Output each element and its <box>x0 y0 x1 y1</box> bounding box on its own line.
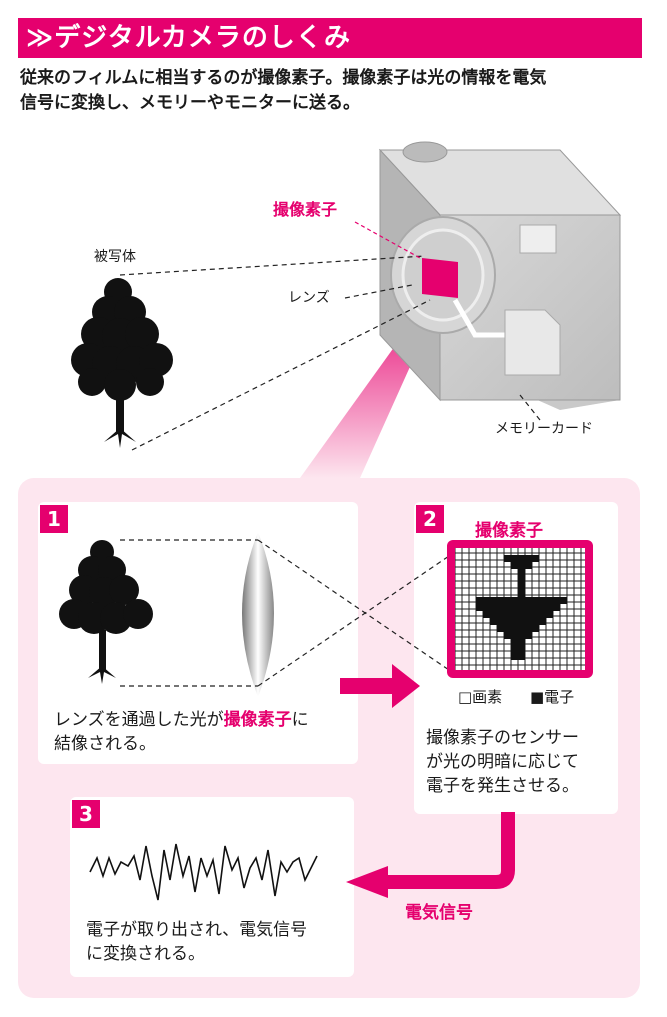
step1-rays <box>120 539 453 687</box>
intro-line-2: 信号に変換し、メモリーやモニターに送る。 <box>20 93 360 113</box>
step2-caption-line3: 電子を発生させる。 <box>426 776 579 796</box>
signal-waveform-icon <box>89 843 318 901</box>
step2-caption-line2: が光の明暗に応じて <box>426 752 579 772</box>
step1-number: 1 <box>40 505 68 533</box>
electron-pixels <box>476 555 567 660</box>
step1-caption-highlight: 撮像素子 <box>223 710 292 730</box>
step3-caption-line1: 電子が取り出され、電気信号 <box>86 920 308 940</box>
lens-label: レンズ <box>288 290 330 306</box>
subject-label: 被写体 <box>94 249 136 265</box>
step2-caption: 撮像素子のセンサー が光の明暗に応じて 電子を発生させる。 <box>426 726 612 798</box>
camera-icon <box>378 141 622 410</box>
step1-caption-line2: 結像される。 <box>54 734 156 754</box>
step3-caption: 電子が取り出され、電気信号 に変換される。 <box>86 918 348 966</box>
intro-line-1: 従来のフィルムに相当するのが撮像素子。撮像素子は光の情報を電気 <box>20 68 547 88</box>
legend-pixel: □画素 <box>458 688 503 706</box>
page-title: ≫デジタルカメラのしくみ <box>18 18 642 58</box>
step1-caption: レンズを通過した光が撮像素子に 結像される。 <box>54 708 354 756</box>
legend-electron: ■電子 <box>530 688 575 706</box>
step2-caption-line1: 撮像素子のセンサー <box>426 728 579 748</box>
step2-title: 撮像素子 <box>475 521 543 541</box>
signal-connector <box>388 812 515 889</box>
step1-tree-icon <box>59 540 153 684</box>
step3-card <box>70 797 354 977</box>
arrow-right-icon <box>340 664 420 708</box>
image-sensor-icon <box>422 258 458 298</box>
step2-number: 2 <box>416 505 444 533</box>
memory-card-label: メモリーカード <box>495 421 593 437</box>
tree-icon <box>71 278 173 448</box>
sensor-label: 撮像素子 <box>273 200 338 219</box>
step3-caption-line2: に変換される。 <box>86 944 205 964</box>
step1-caption-pre: レンズを通過した光が <box>54 710 224 730</box>
arrow-left-icon <box>346 866 388 898</box>
convex-lens-icon <box>242 532 274 697</box>
step3-number: 3 <box>72 800 100 828</box>
memory-card-icon <box>504 309 561 376</box>
step1-caption-post: に <box>291 710 309 730</box>
intro-text: 従来のフィルムに相当するのが撮像素子。撮像素子は光の情報を電気 信号に変換し、メ… <box>20 66 650 116</box>
signal-label: 電気信号 <box>405 903 473 923</box>
light-rays <box>119 255 541 451</box>
sensor-grid <box>447 540 593 678</box>
